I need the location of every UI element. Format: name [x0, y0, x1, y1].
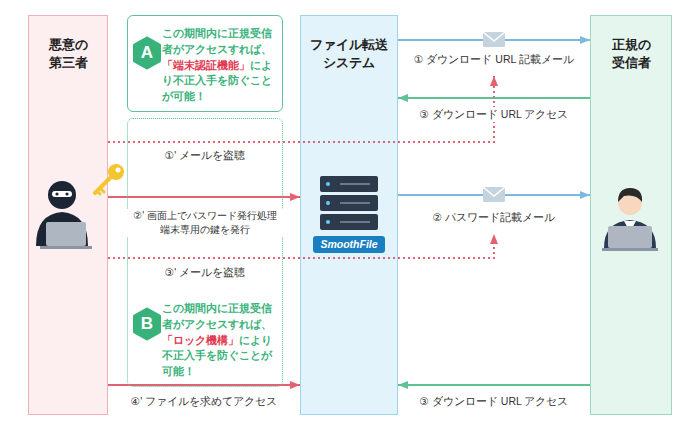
- flow-arrow: [398, 194, 590, 196]
- edge-label: ②' 画面上でパスワード発行処理 端末専用の鍵を発行: [124, 209, 286, 237]
- edge-label: ③ ダウンロード URL アクセス: [418, 394, 571, 409]
- envelope-flap: [483, 32, 505, 41]
- eavesdrop-label: ①' メールを盗聴: [163, 148, 247, 163]
- edge-label: ④' ファイルを求めてアクセス: [129, 394, 279, 409]
- system-band: ファイル転送 システム: [300, 15, 398, 415]
- band-heading: 正規の 受信者: [591, 16, 671, 71]
- mail-icon: [483, 32, 505, 47]
- edge-label: ③ ダウンロード URL アクセス: [418, 107, 571, 122]
- flow-arrow: [398, 39, 590, 41]
- mail-icon: [483, 187, 505, 202]
- callout-text: この期間内に正規受信者がアクセスすれば、「端末認証機能」により不正入手を防ぐこと…: [162, 26, 279, 105]
- badge-letter: B: [132, 307, 162, 341]
- callout-sentence: この期間内に正規受信者がアクセスすれば、: [162, 302, 272, 330]
- key-hole: [116, 168, 121, 173]
- callout-text: この期間内に正規受信者がアクセスすれば、「ロック機構」により不正入手を防ぐことが…: [162, 301, 279, 380]
- product-logo: SmoothFile: [313, 236, 385, 253]
- flow-arrow: [398, 384, 590, 386]
- feature-highlight: 「ロック機構」: [162, 334, 239, 346]
- key-bow: [108, 164, 124, 180]
- eavesdrop-label: ③' メールを盗聴: [163, 265, 247, 280]
- callout-box: Aこの期間内に正規受信者がアクセスすれば、「端末認証機能」により不正入手を防ぐこ…: [127, 15, 283, 112]
- feature-highlight: 「端末認証機能」: [162, 59, 250, 71]
- callout-badge: A: [132, 36, 162, 70]
- envelope-flap: [483, 187, 505, 196]
- band-heading: 悪意の 第三者: [29, 16, 107, 71]
- envelope: [483, 32, 505, 47]
- actor-band: 悪意の 第三者: [28, 15, 108, 415]
- callout-sentence: この期間内に正規受信者がアクセスすれば、: [162, 27, 272, 55]
- edge-label: ② パスワード記載メール: [431, 210, 557, 225]
- callout-badge: B: [132, 307, 162, 341]
- actor-band: 正規の 受信者: [590, 15, 672, 415]
- edge-label: ① ダウンロード URL 記載メール: [412, 52, 576, 67]
- envelope: [483, 187, 505, 202]
- flow-arrow: [398, 97, 590, 99]
- flow-arrow: [108, 196, 300, 198]
- band-heading: ファイル転送 システム: [301, 16, 397, 71]
- flow-arrow: [108, 384, 300, 386]
- badge-letter: A: [132, 36, 162, 70]
